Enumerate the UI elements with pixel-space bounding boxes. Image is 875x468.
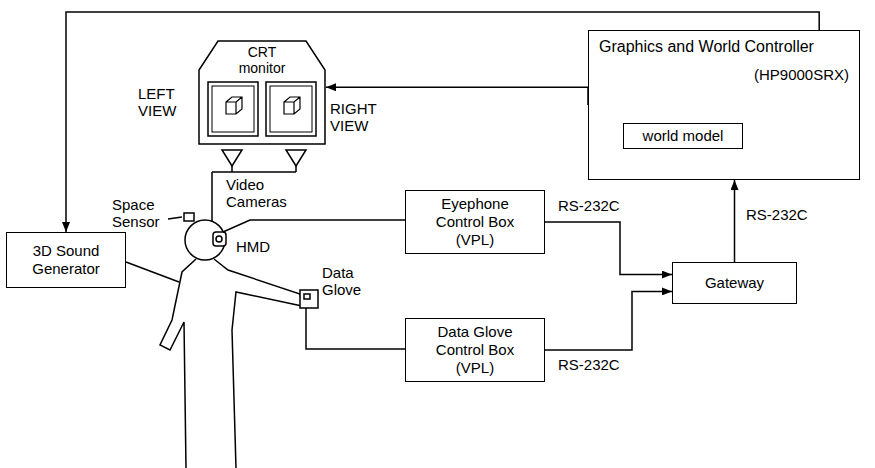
cube-icon — [284, 97, 300, 114]
data-glove — [300, 290, 318, 308]
screen — [266, 82, 316, 136]
part-label: HMD — [236, 238, 281, 255]
camera-symbol — [222, 150, 242, 166]
part-label: Space Sensor — [112, 196, 168, 231]
node-title: Graphics and World Controller — [599, 37, 849, 56]
person-figure — [160, 213, 318, 468]
part-label: Data Glove — [322, 264, 372, 299]
signal-connector — [545, 291, 672, 350]
signal-connector — [545, 222, 672, 275]
hmd-lens — [216, 236, 222, 242]
part-label: Video Cameras — [226, 176, 296, 211]
controller-box: Graphics and World Controller (HP9000SRX)… — [588, 30, 860, 180]
world-model-box: world model — [623, 123, 743, 149]
head — [185, 220, 225, 260]
glove-cable — [306, 308, 405, 349]
crt-monitor: CRT monitor — [198, 40, 326, 145]
camera-symbol — [286, 150, 306, 166]
monitor-housing — [199, 41, 325, 144]
gateway-box: Gateway — [672, 262, 797, 304]
glove-sensor — [304, 294, 310, 299]
space-sensor — [184, 213, 194, 221]
hmd-goggles — [213, 232, 226, 246]
view-label: RIGHT VIEW — [330, 100, 390, 135]
interface-label: RS-232C — [744, 206, 810, 223]
process-box: 3D Sound Generator — [6, 232, 126, 288]
interface-label: RS-232C — [556, 197, 622, 214]
body-left — [160, 259, 196, 468]
node-title: Data Glove Control Box (VPL) — [419, 323, 531, 377]
node-subtitle: (HP9000SRX) — [599, 66, 849, 84]
body-right — [214, 259, 302, 468]
node-title: Gateway — [705, 274, 764, 292]
screen-bezel — [212, 86, 254, 132]
hmd-cable — [223, 220, 405, 232]
process-box: Eyephone Control Box (VPL) — [405, 190, 545, 254]
screen-bezel — [270, 86, 312, 132]
video-cameras — [222, 150, 306, 166]
cube-icon — [226, 97, 242, 114]
sound-cable — [126, 262, 179, 282]
node-title: 3D Sound Generator — [16, 242, 116, 278]
camera-cable — [212, 166, 296, 221]
leader-line — [168, 217, 182, 219]
node-title: Eyephone Control Box (VPL) — [419, 195, 531, 249]
screen — [208, 82, 258, 136]
node-title: world model — [643, 127, 724, 145]
view-label: LEFT VIEW — [138, 85, 194, 120]
cables — [126, 166, 405, 349]
process-box: Data Glove Control Box (VPL) — [405, 318, 545, 382]
signal-connector — [734, 180, 736, 262]
interface-label: RS-232C — [556, 356, 622, 373]
node-title: CRT monitor — [227, 44, 297, 76]
